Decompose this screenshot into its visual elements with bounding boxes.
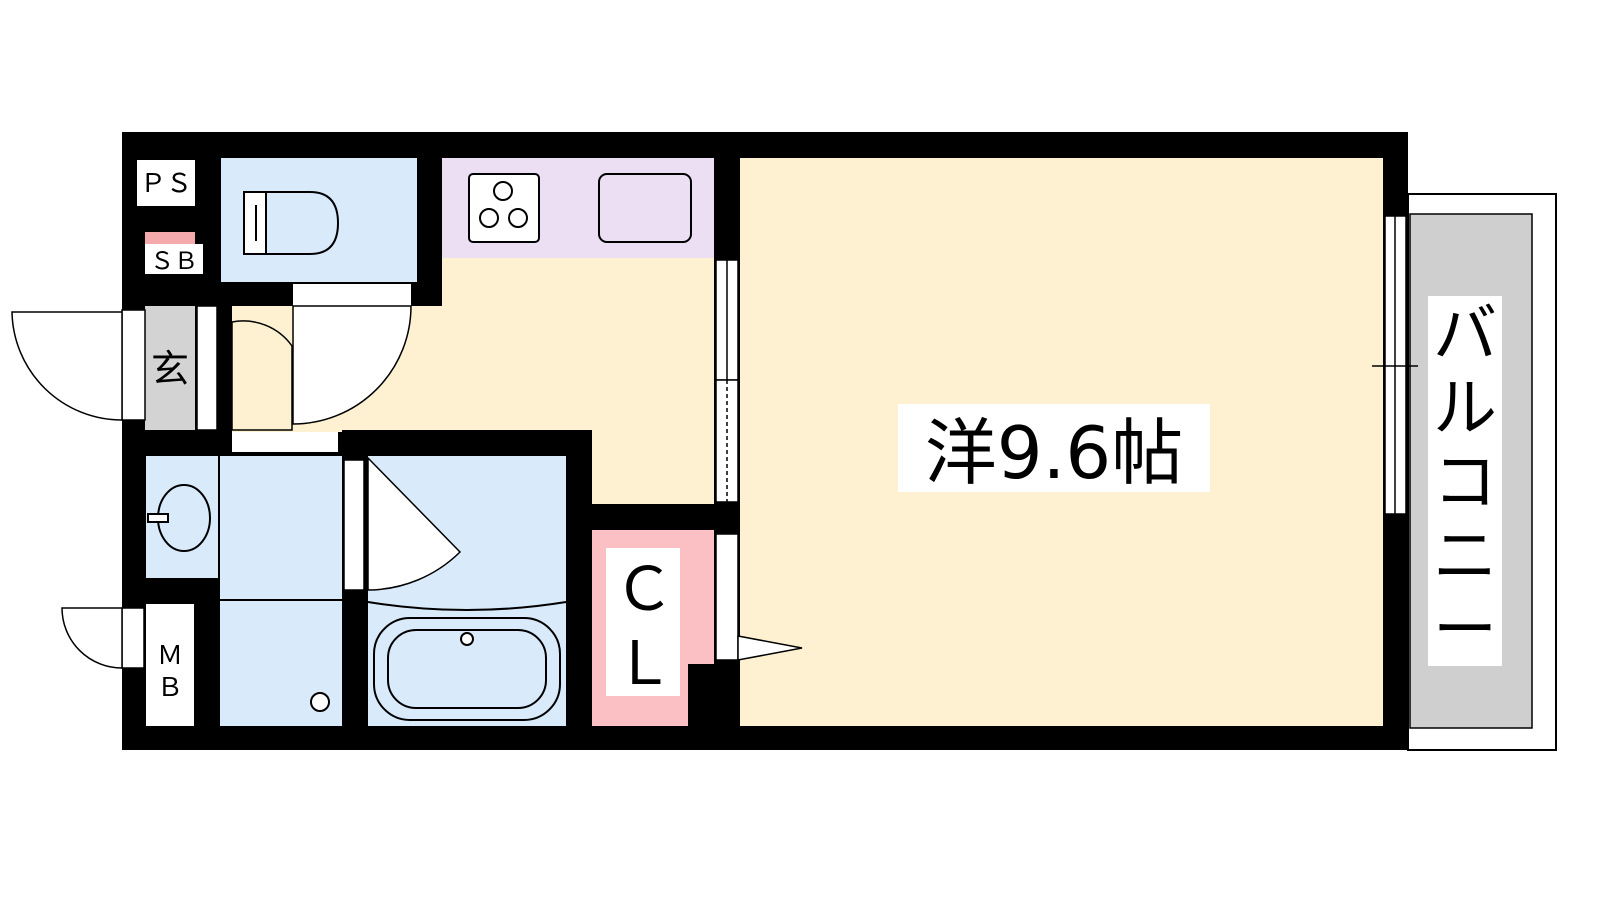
bathtub-rim [367,601,567,611]
balcony-char-5: ー [1433,594,1497,668]
genkan-label: 玄 [151,347,189,391]
sliding-door-upper [715,259,739,503]
closet-label-bg [606,548,680,696]
balcony-label: バ ル コ ニ ー [1433,298,1497,668]
sb-band [145,232,195,244]
ps-label: ＰＳ [140,169,192,199]
entrance-door-arc [11,311,123,421]
sb-label: ＳＢ [150,247,198,275]
balcony-char-4: ニ [1433,520,1497,594]
room-door-lower [715,533,803,661]
balcony-window [1372,215,1418,515]
toilet-door-arc [292,305,412,425]
closet-label-bottom: Ｌ [614,629,674,699]
washbasin-icon [147,484,211,552]
mb-box [146,604,194,726]
mb-label-bottom: Ｂ [157,673,183,703]
sb-box [145,244,203,274]
balcony-char-1: バ [1433,298,1497,372]
bathtub-icon [373,617,561,721]
balcony-label-bg [1428,296,1502,666]
corridor-door-sill [232,432,338,452]
room-label-bg [898,404,1210,492]
stove-icon [468,173,540,243]
balcony-char-3: コ [1433,446,1497,520]
toilet-icon [243,191,340,255]
sink-icon [598,173,692,243]
mb-label-top: Ｍ [157,641,183,671]
bathroom-door-arc [367,456,462,591]
genkan-floor [145,306,195,430]
ps-box [137,160,195,206]
balcony-char-2: ル [1433,372,1497,446]
room-label: 洋9.6帖 [925,411,1184,495]
closet-side-panel [688,530,714,664]
toilet-door-leaf [293,284,411,306]
entrance-step [196,305,218,431]
mb-door-leaf [121,607,145,669]
mb-door-arc [61,607,123,669]
washroom-floor [220,456,342,726]
entrance-door-leaf [121,309,146,421]
closet-label-top: Ｃ [614,555,674,625]
corridor-door-arc [231,320,293,431]
bathroom-door-leaf [343,459,365,591]
drain-icon [310,692,330,712]
